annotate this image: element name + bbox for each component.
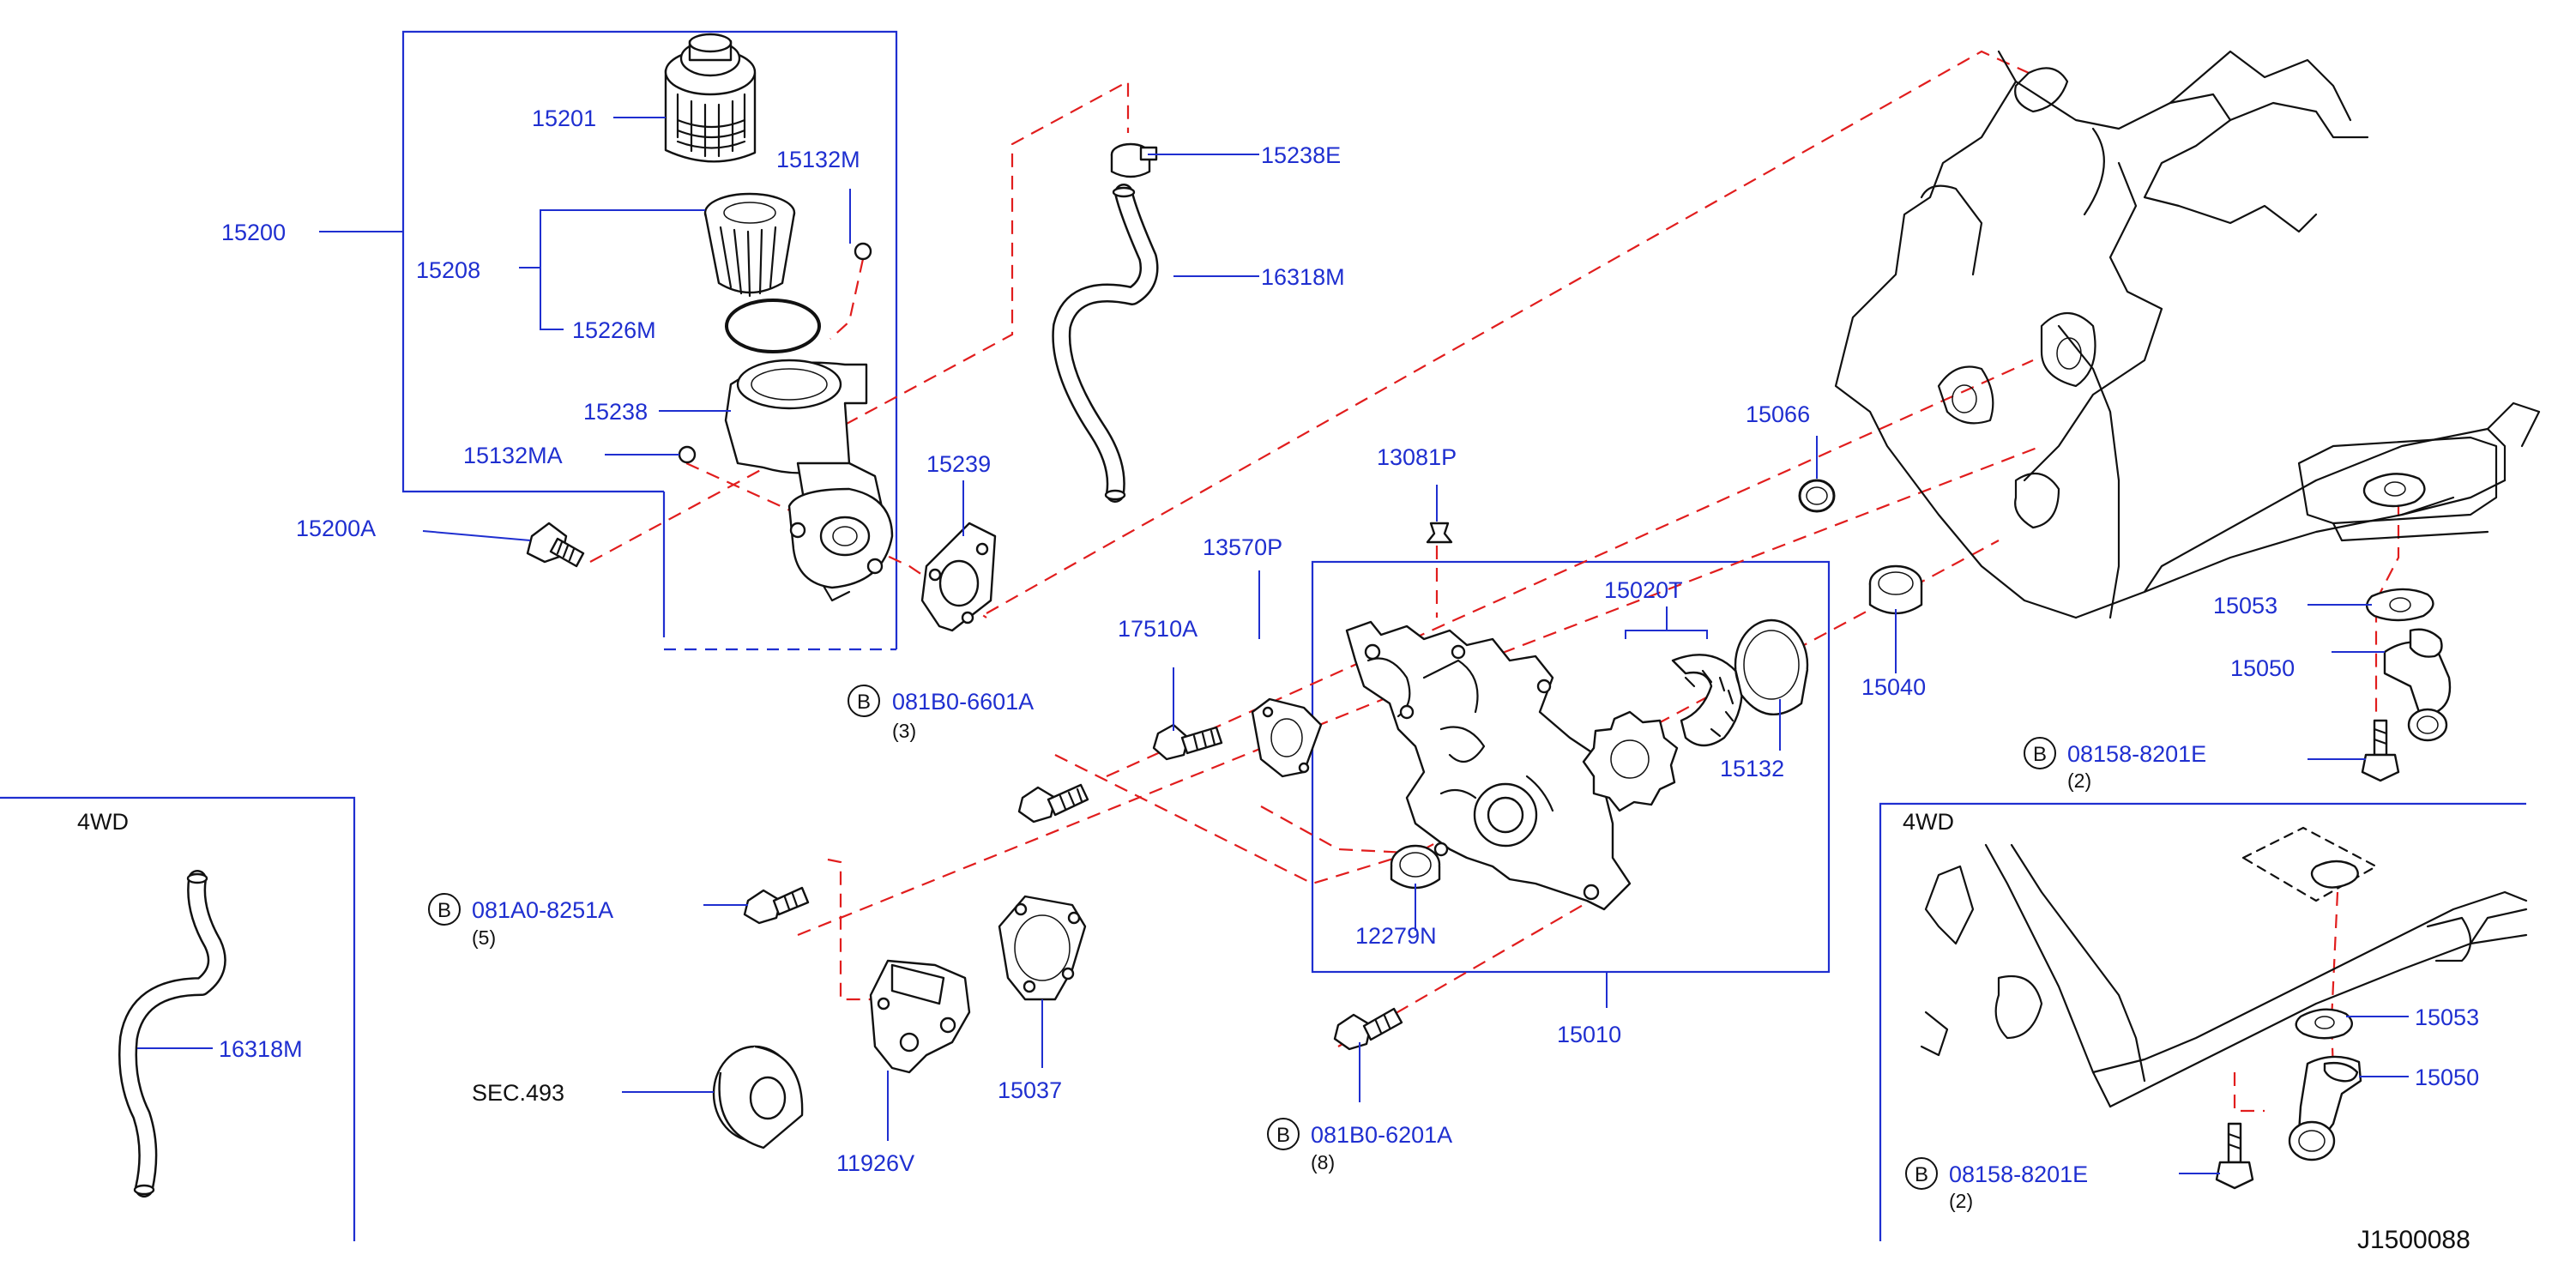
rotor-15020t [1582,654,1743,812]
hose-16318m [1052,184,1159,503]
label-15238e[interactable]: 15238E [1261,142,1341,168]
label-15239[interactable]: 15239 [926,451,991,477]
strainer-15050 [2383,628,2452,742]
bolt-08158-8201e-4wd [2215,1122,2254,1190]
group-box-15010 [1311,560,1831,974]
label-15053[interactable]: 15053 [2213,593,2277,618]
bolt-code: 081B0-6601A [892,689,1034,715]
washer-15066-hole [1806,486,1828,505]
plug-15132m [854,242,872,261]
label-15132m[interactable]: 15132M [776,147,860,172]
gasket-15239 [920,522,997,632]
seal-15040 [1868,564,1923,615]
bolt-qty: (2) [2067,769,2091,792]
inset-frame-left-4wd [0,796,356,1241]
b-circle [2024,737,2056,769]
b-circle-letter: B [857,691,871,714]
oil-filter-element-15208 [703,192,796,298]
label-15132ma[interactable]: 15132MA [463,443,563,468]
oil-filter-bracket-15238 [724,359,894,602]
b-circle-letter: B [1276,1124,1290,1147]
engine-block-4wd [1920,826,2528,1108]
bolt-code: 081A0-8251A [472,897,613,923]
engine-block [1834,50,2541,619]
bolt-081a0-8251a [743,886,810,925]
bolt-callout-08158-8201e-4wd[interactable]: B 08158-8201E (2) [1905,1157,2088,1212]
label-15053-4wd[interactable]: 15053 [2415,1005,2479,1030]
hose-16318m-4wd [118,870,226,1198]
o-ring-15226m [725,299,821,353]
gasket-15053-4wd [2295,1008,2353,1040]
bolt-17510a [1152,723,1223,761]
inset-frame-right-4wd [1879,802,2526,1241]
bolt-code: 08158-8201E [2067,741,2206,767]
gasket-13570p [1251,697,1323,778]
label-15200a[interactable]: 15200A [296,516,376,541]
bolt-qty: (3) [892,720,916,742]
label-15226m[interactable]: 15226M [572,317,656,343]
bolt-qty: (2) [1949,1190,1973,1212]
b-circle-letter: B [437,899,451,922]
bolt-qty: (5) [472,926,496,949]
label-15050[interactable]: 15050 [2230,655,2295,681]
bolt-081b0-6201a [1333,1007,1403,1051]
bolt-callout-081a0-8251a[interactable]: B 081A0-8251A (5) [428,893,613,949]
strainer-15050-4wd [2288,1055,2362,1161]
hose-clamp-15238e [1110,142,1158,178]
oil-seal-12279n [1390,844,1441,890]
label-15238[interactable]: 15238 [583,399,648,425]
b-circle [1267,1118,1300,1150]
b-circle [428,893,461,926]
label-15020t[interactable]: 15020T [1604,577,1683,603]
label-15201[interactable]: 15201 [532,106,596,131]
front-cover-15010 [1345,620,1632,911]
washer-15066 [1798,479,1836,513]
bolt-15200a [526,522,585,568]
bolt-qty: (8) [1311,1151,1335,1173]
oil-filter-cap-15201 [664,33,757,163]
label-13570p[interactable]: 13570P [1203,534,1282,560]
housing-11926v [869,959,971,1074]
bolt-callout-081b0-6601a[interactable]: B 081B0-6601A (3) [848,685,1034,742]
label-15037[interactable]: 15037 [998,1077,1062,1103]
b-circle [1905,1157,1938,1190]
label-11926v[interactable]: 11926V [836,1150,914,1176]
label-17510a[interactable]: 17510A [1118,616,1198,642]
label-16318m[interactable]: 16318M [1261,264,1345,290]
label-15208[interactable]: 15208 [416,257,480,283]
b-circle-letter: B [2033,743,2047,766]
label-15040[interactable]: 15040 [1861,674,1926,700]
group-box-15200 [401,30,898,651]
bolt-callout-08158-8201e-upper[interactable]: B 08158-8201E (2) [2024,737,2206,792]
plug-15132ma [678,445,697,464]
bolt-code: 081B0-6201A [1311,1122,1452,1148]
label-15066[interactable]: 15066 [1746,401,1810,427]
diagram-reference: J1500088 [2357,1226,2470,1254]
label-sec493[interactable]: SEC.493 [472,1080,564,1106]
label-12279n[interactable]: 12279N [1355,923,1437,949]
label-16318m-4wd[interactable]: 16318M [219,1036,303,1062]
inset-title-left: 4WD [77,809,129,835]
part-labels: 15201 15132M 15200 15208 15226M 15238 15… [219,106,2479,1176]
bolt-callout-081b0-6201a[interactable]: B 081B0-6201A (8) [1267,1118,1452,1173]
bolt-08158-8201e-upper [2361,719,2400,782]
clip-13081p [1426,522,1453,544]
inset-title-right: 4WD [1903,809,1954,835]
b-circle [848,685,880,717]
gasket-15053 [2362,473,2434,622]
pulley-sec493 [712,1045,804,1149]
gasket-15037 [998,895,1087,1001]
oil-seal-15132 [1734,618,1809,715]
label-15010[interactable]: 15010 [1557,1022,1621,1047]
bolt-code: 08158-8201E [1949,1161,2088,1187]
label-15200[interactable]: 15200 [221,220,286,245]
label-13081p[interactable]: 13081P [1377,444,1457,470]
label-15132[interactable]: 15132 [1720,756,1784,781]
b-circle-letter: B [1915,1163,1928,1186]
label-15050-4wd[interactable]: 15050 [2415,1065,2479,1090]
leader-lines [137,117,2409,1174]
bolt-081b0-6601a [1017,783,1089,824]
